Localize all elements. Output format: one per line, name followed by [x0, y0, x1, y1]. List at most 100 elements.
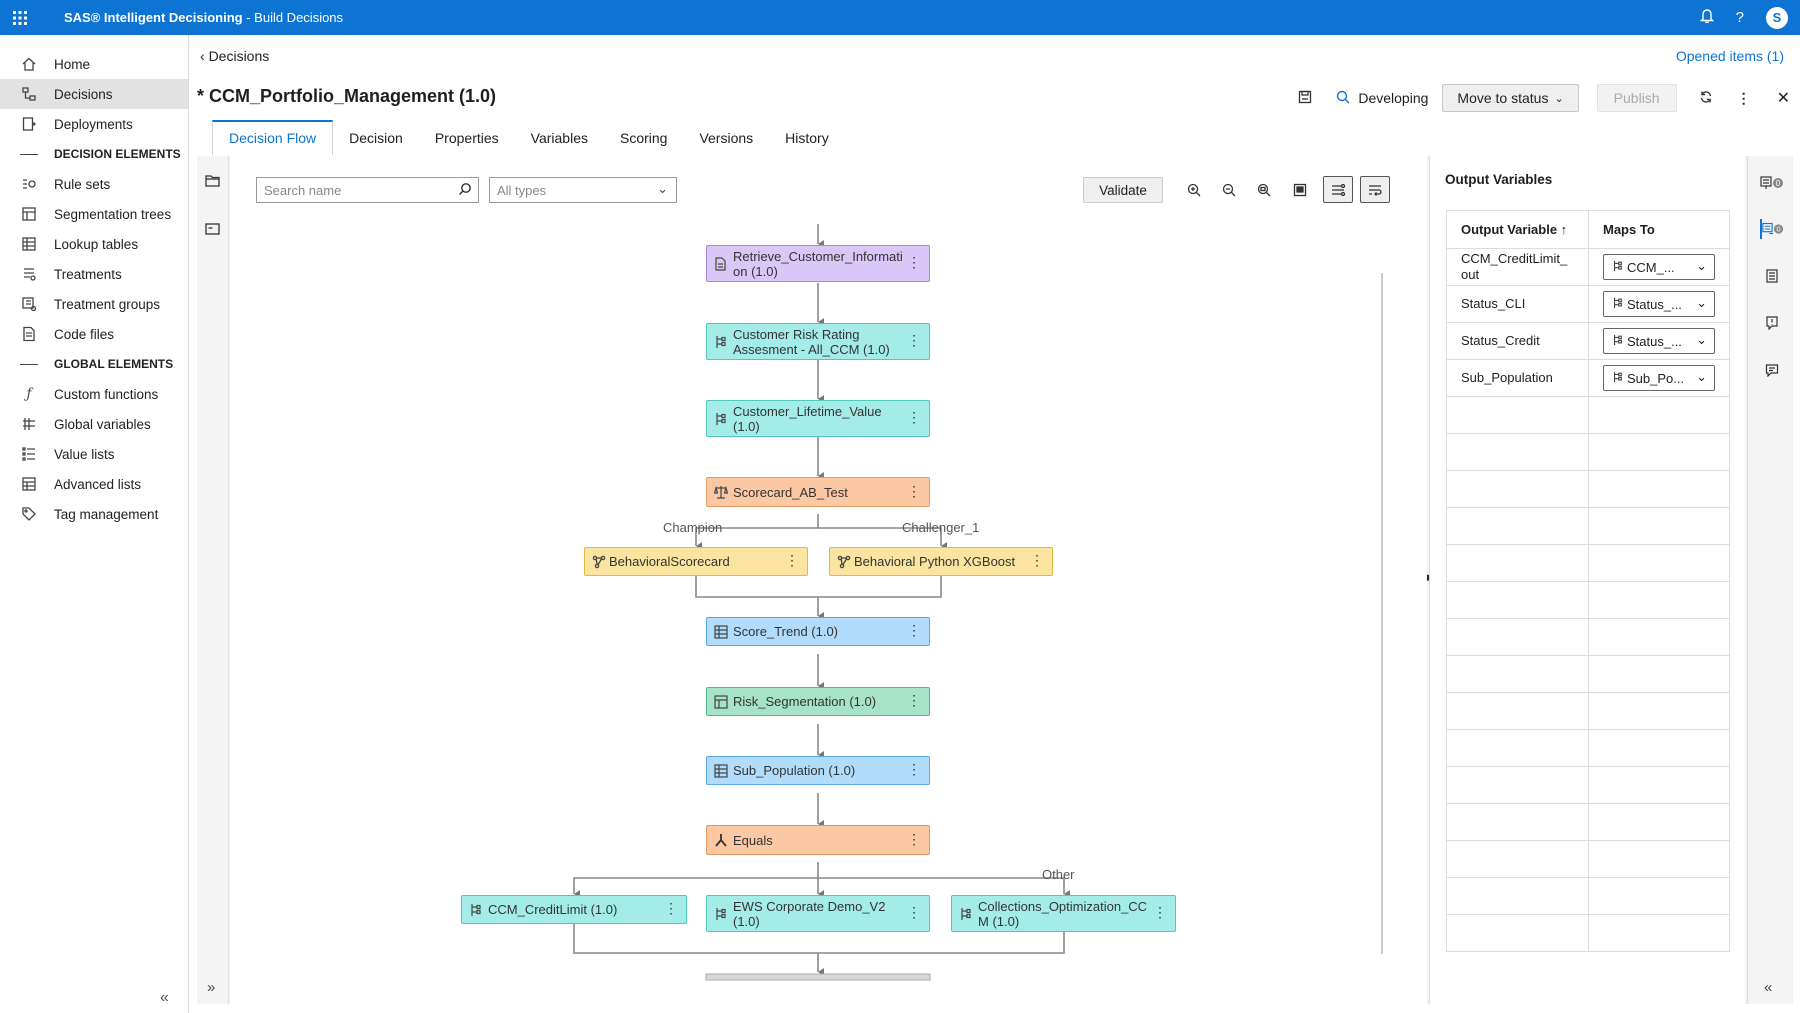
objects-panel-icon[interactable] — [205, 174, 220, 191]
nav-item-value-lists[interactable]: Value lists — [0, 439, 188, 469]
search-input[interactable]: Search name — [256, 177, 479, 203]
collapse-right-icon[interactable]: « — [1764, 979, 1773, 996]
flow-node-behavioral-python-xgboost[interactable]: Behavioral Python XGBoost ⋮ — [829, 547, 1053, 576]
tab-scoring[interactable]: Scoring — [619, 130, 668, 146]
more-options-icon[interactable]: ⋮ — [907, 761, 921, 777]
breadcrumb[interactable]: ‹ Decisions — [200, 48, 269, 64]
flow-node-sub-population[interactable]: Sub_Population (1.0) ⋮ — [706, 756, 930, 785]
more-options-icon[interactable]: ⋮ — [1153, 904, 1167, 920]
type-filter-select[interactable]: All types ⌄ — [489, 177, 677, 203]
nav-label: Value lists — [54, 446, 115, 462]
edge-label-challenger: Challenger_1 — [902, 520, 980, 535]
collapse-nav-icon[interactable]: « — [160, 989, 169, 1006]
maps-to-select[interactable]: Status_... ⌄ — [1603, 328, 1715, 354]
nav-label: Decisions — [54, 86, 113, 102]
maps-to-select[interactable]: Sub_Po... ⌄ — [1603, 365, 1715, 391]
refresh-icon[interactable] — [1699, 90, 1713, 107]
app-grid-icon[interactable] — [2, 0, 38, 35]
nav-item-tag-management[interactable]: Tag management — [0, 499, 188, 529]
more-options-icon[interactable]: ⋮ — [907, 483, 921, 499]
table-row — [1446, 729, 1730, 767]
more-options-icon[interactable]: ⋮ — [907, 831, 921, 847]
nav-item-segmentation-trees[interactable]: Segmentation trees — [0, 199, 188, 229]
opened-items-link[interactable]: Opened items (1) — [1675, 48, 1784, 64]
flow-connectors — [573, 224, 1383, 981]
tab-properties[interactable]: Properties — [434, 130, 499, 146]
save-icon[interactable] — [1298, 90, 1312, 107]
nav-item-code-files[interactable]: Code files — [0, 319, 188, 349]
close-icon[interactable]: ✕ — [1776, 90, 1790, 107]
chevron-down-icon: ⌄ — [1696, 332, 1707, 347]
flow-node-ews-corporate-demo[interactable]: EWS Corporate Demo_V2 (1.0) ⋮ — [706, 895, 930, 932]
user-avatar[interactable]: S — [1766, 6, 1788, 29]
tab-variables[interactable]: Variables — [530, 130, 588, 146]
more-options-icon[interactable]: ⋮ — [664, 900, 678, 916]
maps-to-value: CCM_... — [1627, 259, 1675, 275]
maps-to-select[interactable]: CCM_... ⌄ — [1603, 254, 1715, 280]
more-options-icon[interactable]: ⋮ — [907, 409, 921, 425]
help-icon[interactable]: ? — [1735, 9, 1744, 26]
wrap-text-icon[interactable] — [1360, 176, 1390, 203]
flow-node-customer-risk-rating[interactable]: Customer Risk Rating Assesment - All_CCM… — [706, 323, 930, 360]
zoom-in-icon[interactable] — [1182, 179, 1206, 201]
layout-toggle-icon[interactable] — [1323, 176, 1353, 203]
more-options-icon[interactable]: ⋮ — [907, 692, 921, 708]
flow-node-equals[interactable]: Equals ⋮ — [706, 825, 930, 855]
output-variables-icon[interactable]: 0 — [1760, 219, 1784, 239]
column-header-output-variable[interactable]: Output Variable ↑ — [1446, 210, 1589, 249]
flow-node-retrieve-customer-information[interactable]: Retrieve_Customer_Information (1.0) ⋮ — [706, 245, 930, 282]
nav-item-home[interactable]: Home — [0, 49, 188, 79]
nav-item-advanced-lists[interactable]: Advanced lists — [0, 469, 188, 499]
output-variable-name: Status_Credit — [1446, 322, 1589, 360]
overview-icon[interactable] — [1288, 179, 1312, 201]
zoom-out-icon[interactable] — [1217, 179, 1241, 201]
nav-item-deployments[interactable]: Deployments — [0, 109, 188, 139]
flow-node-score-trend[interactable]: Score_Trend (1.0) ⋮ — [706, 617, 930, 646]
zoom-fit-icon[interactable] — [1252, 179, 1276, 201]
flow-node-customer-lifetime-value[interactable]: Customer_Lifetime_Value (1.0) ⋮ — [706, 400, 930, 437]
tab-decision-flow[interactable]: Decision Flow — [212, 120, 334, 156]
input-variables-icon[interactable]: 0 — [1760, 173, 1784, 193]
comments-icon[interactable] — [1760, 360, 1784, 380]
validate-button[interactable]: Validate — [1083, 177, 1163, 203]
maps-to-value: Sub_Po... — [1627, 370, 1685, 386]
tab-versions[interactable]: Versions — [699, 130, 754, 146]
nav-item-lookup-tables[interactable]: Lookup tables — [0, 229, 188, 259]
node-label: Score_Trend (1.0) — [733, 624, 839, 639]
more-options-icon[interactable]: ⋮ — [1030, 552, 1044, 568]
move-to-status-button[interactable]: Move to status ⌄ — [1442, 84, 1579, 112]
chevron-down-icon: ⌄ — [1696, 369, 1707, 384]
nav-item-rule-sets[interactable]: Rule sets — [0, 169, 188, 199]
more-options-icon[interactable]: ⋮ — [785, 552, 799, 568]
maps-to-value: Status_... — [1627, 333, 1682, 349]
maps-to-value: Status_... — [1627, 296, 1682, 312]
bell-icon[interactable] — [1699, 8, 1714, 27]
maps-to-select[interactable]: Status_... ⌄ — [1603, 291, 1715, 317]
nav-item-global-variables[interactable]: Global variables — [0, 409, 188, 439]
tab-history[interactable]: History — [785, 130, 829, 146]
flow-node-behavioral-scorecard[interactable]: BehavioralScorecard ⋮ — [584, 547, 808, 576]
flow-node-ccm-credit-limit[interactable]: CCM_CreditLimit (1.0) ⋮ — [461, 895, 687, 924]
output-variables-table: Output Variable ↑ Maps To CCM_CreditLimi… — [1446, 210, 1730, 952]
more-options-icon[interactable]: ⋮ — [907, 254, 921, 270]
more-options-icon[interactable]: ⋮ — [907, 904, 921, 920]
flow-canvas[interactable] — [230, 156, 1427, 1004]
column-header-maps-to[interactable]: Maps To — [1588, 210, 1730, 249]
tab-decision[interactable]: Decision — [349, 130, 403, 146]
nav-item-treatment-groups[interactable]: Treatment groups — [0, 289, 188, 319]
chevron-down-icon: ⌄ — [1696, 258, 1707, 273]
properties-icon[interactable] — [1760, 266, 1784, 286]
nav-item-treatments[interactable]: Treatments — [0, 259, 188, 289]
flow-node-risk-segmentation[interactable]: Risk_Segmentation (1.0) ⋮ — [706, 687, 930, 716]
more-options-icon[interactable]: ⋮ — [907, 332, 921, 348]
flow-node-collections-optimization[interactable]: Collections_Optimization_CCM (1.0) ⋮ — [951, 895, 1176, 932]
variables-panel-icon[interactable] — [205, 222, 220, 238]
nav-item-decisions[interactable]: Decisions — [0, 79, 188, 109]
publish-button[interactable]: Publish — [1596, 84, 1677, 112]
flow-node-scorecard-ab-test[interactable]: Scorecard_AB_Test ⋮ — [706, 477, 930, 507]
more-options-icon[interactable]: ⋮ — [1736, 89, 1751, 106]
notes-icon[interactable] — [1760, 313, 1784, 333]
expand-panel-icon[interactable]: » — [207, 979, 216, 996]
nav-item-custom-functions[interactable]: ƒ Custom functions — [0, 379, 188, 409]
more-options-icon[interactable]: ⋮ — [907, 622, 921, 638]
